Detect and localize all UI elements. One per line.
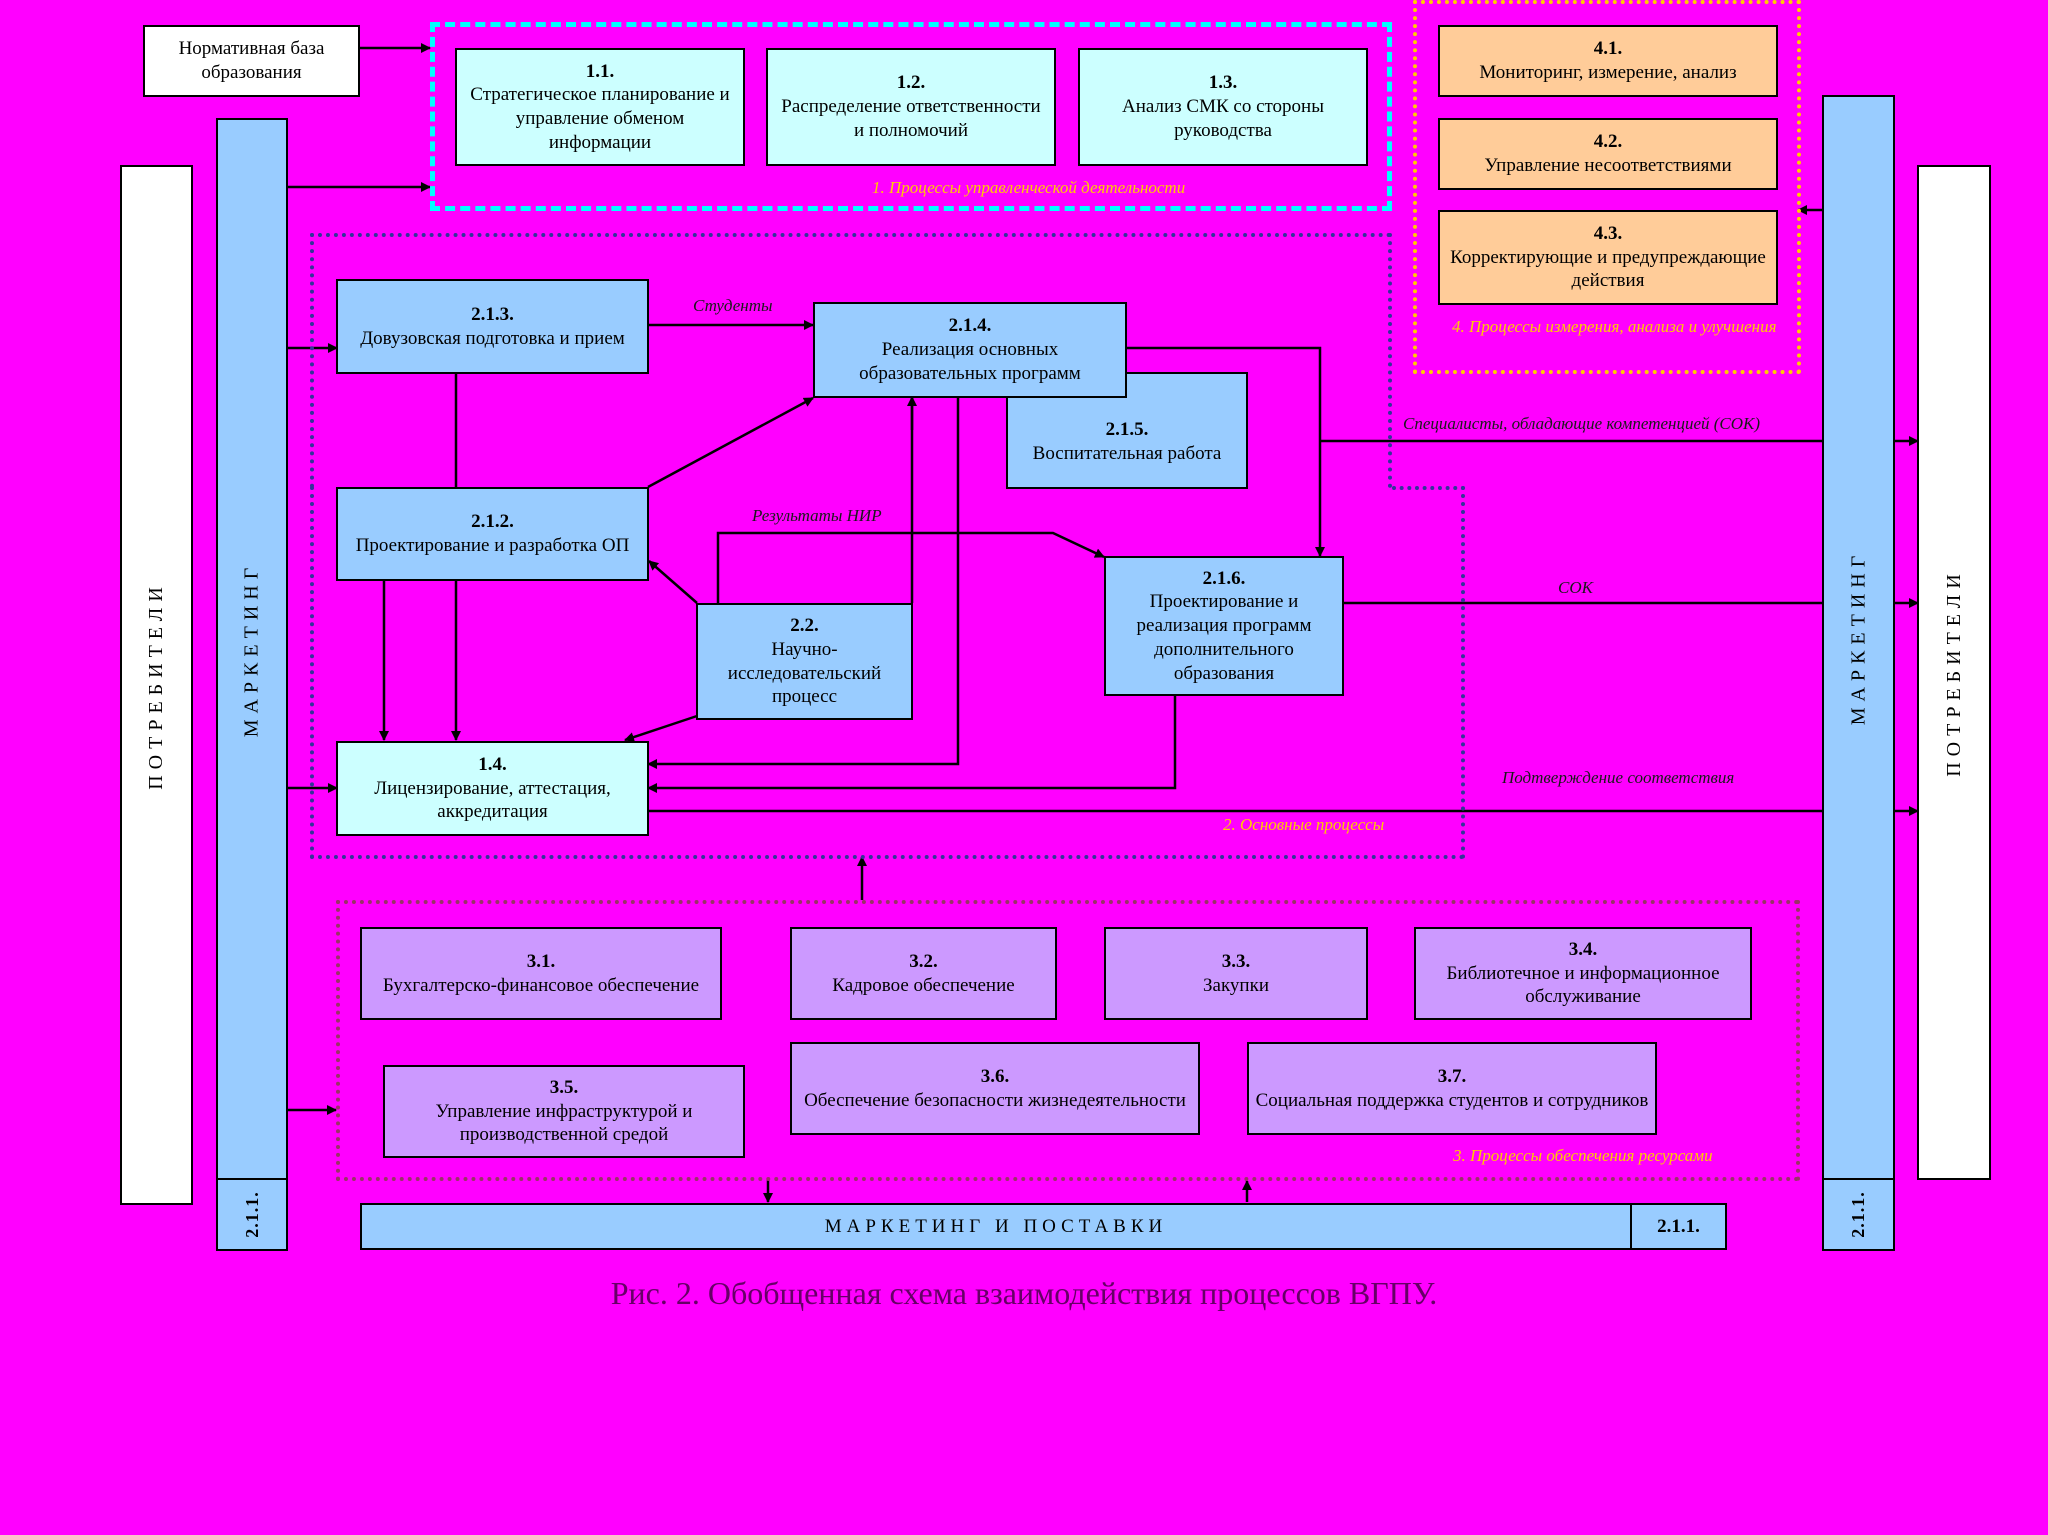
box-4-3-number: 4.3. xyxy=(1593,222,1623,244)
box-2-1-6-number: 2.1.6. xyxy=(1202,567,1246,589)
box-3-1: 3.1. Бухгалтерско-финансовое обеспечение xyxy=(360,927,722,1020)
box-1-1-number: 1.1. xyxy=(585,60,615,82)
label-research-results: Результаты НИР xyxy=(752,506,882,525)
normative-base-text: Нормативная база образования xyxy=(178,38,325,83)
box-1-2: 1.2. Распределение ответственности и пол… xyxy=(766,48,1056,166)
box-2-1-3-number: 2.1.3. xyxy=(471,303,514,325)
box-2-1-2-text: Проектирование и разработка ОП xyxy=(355,535,630,556)
box-1-3-text: Анализ СМК со стороны руководства xyxy=(1122,96,1324,141)
box-3-3-text: Закупки xyxy=(1203,974,1269,996)
box-4-3-text: Корректирующие и предупреждающие действи… xyxy=(1450,246,1766,292)
marketing-left: МАРКЕТИНГ xyxy=(216,118,288,1180)
box-2-2-number: 2.2. xyxy=(790,615,819,636)
label-confirmation: Подтверждение соответствия xyxy=(1502,768,1735,787)
label-specialists: Специалисты, обладающие компетенцией (СО… xyxy=(1403,414,1760,433)
box-2-1-4-number: 2.1.4. xyxy=(948,315,992,337)
box-2-2-text: Научно-исследовательский процесс xyxy=(727,638,882,708)
group-main-border-top xyxy=(310,233,1392,488)
group-measurement-border xyxy=(1413,0,1801,374)
group-main-label: 2. Основные процессы xyxy=(1223,815,1385,834)
label-sok: СОК xyxy=(1558,578,1593,597)
box-3-4-text: Библиотечное и информационное обслуживан… xyxy=(1446,962,1720,1008)
box-2-1-3-text: Довузовская подготовка и прием xyxy=(360,327,625,349)
box-3-2-text: Кадровое обеспечение xyxy=(832,974,1015,996)
box-3-7-text: Социальная поддержка студентов и сотрудн… xyxy=(1255,1089,1649,1111)
group-measurement-label: 4. Процессы измерения, анализа и улучшен… xyxy=(1452,317,1777,336)
box-2-1-6-text: Проектирование и реализация программ доп… xyxy=(1136,591,1312,684)
consumers-left: ПОТРЕБИТЕЛИ xyxy=(120,165,193,1205)
marketing-left-code-label: 2.1.1. xyxy=(241,1191,262,1238)
box-2-1-2-number: 2.1.2. xyxy=(471,511,514,533)
marketing-left-label: МАРКЕТИНГ xyxy=(240,561,263,737)
box-3-5-text: Управление инфраструктурой и производств… xyxy=(435,1100,693,1146)
normative-base-box: Нормативная база образования xyxy=(143,25,360,97)
box-3-4: 3.4. Библиотечное и информационное обслу… xyxy=(1414,927,1752,1020)
marketing-supply-bar: МАРКЕТИНГ И ПОСТАВКИ xyxy=(360,1203,1632,1250)
box-1-3-number: 1.3. xyxy=(1208,72,1238,94)
marketing-left-code: 2.1.1. xyxy=(216,1178,288,1251)
marketing-right-label: МАРКЕТИНГ xyxy=(1847,549,1870,726)
box-1-3: 1.3. Анализ СМК со стороны руководства xyxy=(1078,48,1368,166)
box-3-3: 3.3. Закупки xyxy=(1104,927,1368,1020)
consumers-right: ПОТРЕБИТЕЛИ xyxy=(1917,165,1991,1180)
box-3-6-text: Обеспечение безопасности жизнедеятельнос… xyxy=(804,1089,1186,1111)
box-4-2-text: Управление несоответствиями xyxy=(1484,155,1732,176)
box-3-2: 3.2. Кадровое обеспечение xyxy=(790,927,1057,1020)
box-1-4-text: Лицензирование, аттестация, аккредитация xyxy=(374,777,611,823)
box-1-4: 1.4. Лицензирование, аттестация, аккреди… xyxy=(336,741,649,836)
box-3-1-number: 3.1. xyxy=(526,950,556,972)
box-2-1-3: 2.1.3. Довузовская подготовка и прием xyxy=(336,279,649,374)
box-2-1-5-text: Воспитательная работа xyxy=(1032,442,1222,464)
group-management-border xyxy=(430,22,1392,211)
box-2-1-2: 2.1.2. Проектирование и разработка ОП xyxy=(336,487,649,581)
marketing-supply-code: 2.1.1. xyxy=(1630,1203,1727,1250)
box-3-7-number: 3.7. xyxy=(1437,1065,1467,1087)
box-2-1-4-text: Реализация основных образовательных прог… xyxy=(859,339,1081,384)
box-4-1: 4.1. Мониторинг, измерение, анализ xyxy=(1438,25,1778,97)
box-3-3-number: 3.3. xyxy=(1221,950,1251,972)
box-2-1-5-number: 2.1.5. xyxy=(1105,418,1149,440)
box-1-2-text: Распределение ответственности и полномоч… xyxy=(781,96,1041,141)
box-1-1-text: Стратегическое планирование и управление… xyxy=(470,84,730,153)
box-3-5: 3.5. Управление инфраструктурой и произв… xyxy=(383,1065,745,1158)
label-students: Студенты xyxy=(693,296,773,315)
box-4-2: 4.2. Управление несоответствиями xyxy=(1438,118,1778,190)
marketing-right: МАРКЕТИНГ xyxy=(1822,95,1895,1180)
marketing-right-code-label: 2.1.1. xyxy=(1848,1191,1868,1238)
box-2-1-6: 2.1.6. Проектирование и реализация прогр… xyxy=(1104,556,1344,696)
consumers-right-label: ПОТРЕБИТЕЛИ xyxy=(1942,568,1965,777)
box-3-5-number: 3.5. xyxy=(549,1076,579,1098)
box-2-2: 2.2. Научно-исследовательский процесс xyxy=(696,603,913,720)
box-2-1-4: 2.1.4. Реализация основных образовательн… xyxy=(813,302,1127,398)
group-main-border-bottom xyxy=(310,486,1465,859)
box-1-4-number: 1.4. xyxy=(478,753,507,775)
group-resource-label: 3. Процессы обеспечения ресурсами xyxy=(1453,1146,1713,1165)
box-1-2-number: 1.2. xyxy=(896,72,926,94)
marketing-right-code: 2.1.1. xyxy=(1822,1178,1895,1251)
box-1-1: 1.1. Стратегическое планирование и управ… xyxy=(455,48,745,166)
box-4-2-number: 4.2. xyxy=(1593,131,1623,153)
box-3-6-number: 3.6. xyxy=(980,1065,1010,1087)
box-4-3: 4.3. Корректирующие и предупреждающие де… xyxy=(1438,210,1778,305)
box-4-1-text: Мониторинг, измерение, анализ xyxy=(1479,62,1737,83)
group-management-label: 1. Процессы управленческой деятельности xyxy=(872,178,1186,197)
box-3-1-text: Бухгалтерско-финансовое обеспечение xyxy=(382,974,700,996)
group-resource-border xyxy=(336,900,1800,1181)
box-3-6: 3.6. Обеспечение безопасности жизнедеяте… xyxy=(790,1042,1200,1135)
box-4-1-number: 4.1. xyxy=(1593,38,1623,60)
consumers-left-label: ПОТРЕБИТЕЛИ xyxy=(145,580,167,790)
box-3-2-number: 3.2. xyxy=(909,950,938,972)
marketing-supply-label: МАРКЕТИНГ И ПОСТАВКИ xyxy=(824,1215,1168,1237)
box-3-7: 3.7. Социальная поддержка студентов и со… xyxy=(1247,1042,1657,1135)
group-main-border-step xyxy=(1392,486,1465,490)
box-3-4-number: 3.4. xyxy=(1568,938,1598,960)
figure-caption: Рис. 2. Обобщенная схема взаимодействия … xyxy=(610,1275,1438,1311)
marketing-supply-code-label: 2.1.1. xyxy=(1657,1215,1700,1237)
